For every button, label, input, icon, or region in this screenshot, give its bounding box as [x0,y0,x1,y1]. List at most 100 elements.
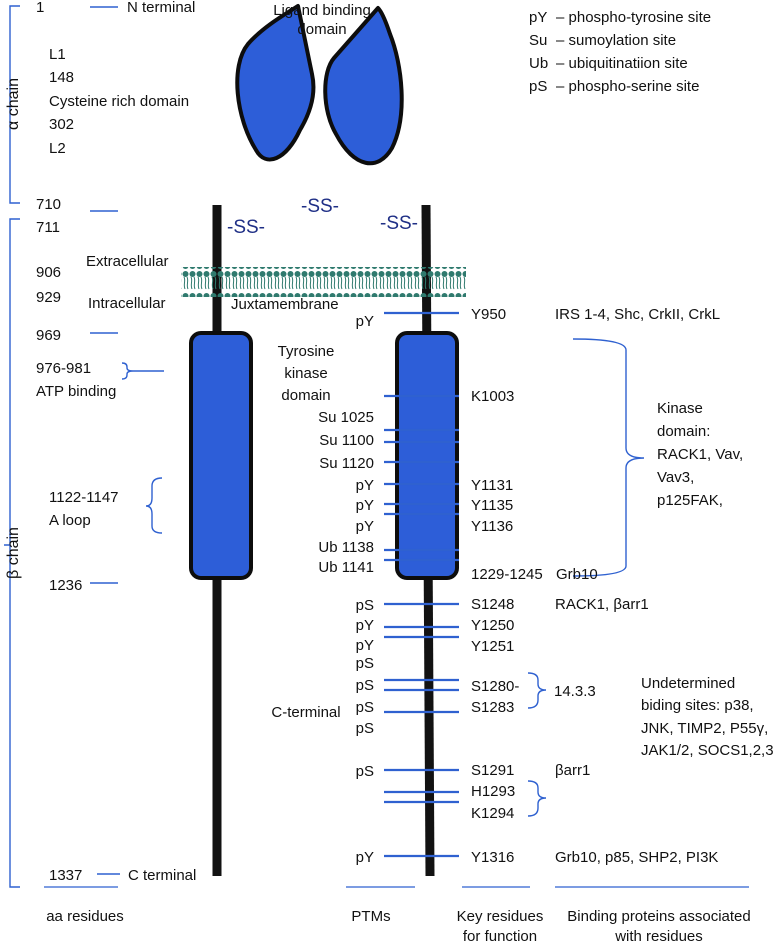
residue-1337: 1337 [49,867,82,884]
residue-906: 906 [36,264,61,281]
kinase-domain-brace [572,338,645,577]
key-residue: Y1136 [471,518,513,535]
footer-binding-line1: Binding proteins associated [567,908,750,925]
legend-abbr-py: pY [529,9,547,26]
ptm-label: pS [356,720,374,737]
ptm-label: Su 1025 [318,409,374,426]
footer-aa-residues: aa residues [46,908,124,925]
binding-14-3-3: 14.3.3 [554,683,596,700]
a-loop-label: A loop [49,512,91,529]
binding-kinase-line1: Kinase [657,400,703,417]
key-residue: Y1316 [471,849,514,866]
tk-label-line1: Tyrosine [278,343,335,360]
ptm-label: pS [356,655,374,672]
juxtamembrane-label: Juxtamembrane [231,296,339,313]
binding-s1291: βarr1 [555,762,590,779]
residue-markers [384,311,459,858]
binding-undetermined-line3: JNK, TIMP2, P55γ, [641,720,768,737]
tk-label-line3: domain [281,387,330,404]
key-residue: Y1250 [471,617,514,634]
binding-y950: IRS 1-4, Shc, CrkII, CrkL [555,306,720,323]
key-residue: Y950 [471,306,506,323]
ligand-binding-lobe-right [323,6,404,166]
ptm-label: pY [356,497,374,514]
l2-label: L2 [49,140,66,157]
binding-undetermined-line1: Undetermined [641,675,735,692]
residue-148: 148 [49,69,74,86]
a-loop-brace [145,477,163,534]
ligand-binding-label-line1: Ligand binding [273,2,371,19]
atp-range: 976-981 [36,360,91,377]
ptm-label: pS [356,699,374,716]
binding-y1316: Grb10, p85, SHP2, PI3K [555,849,718,866]
tk-label-line2: kinase [284,365,327,382]
beta-chain-label: β chain [5,527,22,579]
ligand-binding-label-line2: domain [297,21,346,38]
ptm-label: pY [356,477,374,494]
footer-ptms: PTMs [351,908,390,925]
s1280-brace [527,672,547,709]
legend-abbr-su: Su [529,32,547,49]
ptm-label: Su 1120 [319,455,374,472]
legend-abbr-ps: pS [529,78,547,95]
residue-929: 929 [36,289,61,306]
ptm-label: pY [356,849,374,866]
binding-undetermined-line4: JAK1/2, SOCS1,2,3 [641,742,774,759]
key-residue: 1229-1245 [471,566,543,583]
ptm-label: pY [356,518,374,535]
ptm-label: pS [356,763,374,780]
ptm-label: pS [356,677,374,694]
residue-711: 711 [36,219,60,236]
c-terminal-region-label: C-terminal [271,704,340,721]
key-residue: K1003 [471,388,514,405]
ptm-label: pY [356,637,374,654]
atp-brace [121,362,164,380]
key-residue-labels: Y950 K1003 Y1131 Y1135 Y1136 1229-1245 S… [471,306,543,866]
ptm-label: Ub 1138 [318,539,374,556]
residue-710: 710 [36,196,61,213]
key-residue: S1248 [471,596,514,613]
ptm-labels: pY Su 1025 Su 1100 Su 1120 pY pY pY Ub 1… [318,313,374,866]
ligand-binding-lobe-left [235,4,316,162]
key-residue: S1280- [471,678,519,695]
footer-key-residues-line2: for function [463,928,537,943]
ptm-label: Ub 1141 [318,559,374,576]
binding-s1248: RACK1, βarr1 [555,596,649,613]
legend: pY – phospho-tyrosine site Su – sumoylat… [529,9,711,95]
n-terminal-label: N terminal [127,0,195,16]
ptm-label: pS [356,597,374,614]
intracellular-label: Intracellular [88,295,166,312]
key-residue: K1294 [471,805,514,822]
legend-abbr-ub: Ub [529,55,548,72]
cysteine-rich-domain-label: Cysteine rich domain [49,93,189,110]
legend-text-ub: – ubiquitinatiion site [556,55,688,72]
binding-grb10: Grb10 [556,566,598,583]
residue-1236: 1236 [49,577,82,594]
binding-kinase-line5: p125FAK, [657,492,723,509]
footer-binding-line2: with residues [614,928,703,943]
l1-label: L1 [49,46,66,63]
disulfide-bond-right: -SS- [380,213,418,234]
residue-969: 969 [36,327,61,344]
kinase-domain-left [189,331,253,580]
ptm-label: Su 1100 [319,432,374,449]
kinase-domain-right [395,331,459,580]
residue-302: 302 [49,116,74,133]
binding-kinase-line3: RACK1, Vav, [657,446,743,463]
key-residue: S1291 [471,762,514,779]
ptm-label: pY [356,617,374,634]
legend-text-su: – sumoylation site [556,32,676,49]
footer-key-residues-line1: Key residues [457,908,544,925]
disulfide-bond-middle: -SS- [301,196,339,217]
a-loop-range: 1122-1147 [49,489,119,506]
disulfide-bond-left: -SS- [227,217,265,238]
h1293-brace [527,780,547,817]
residue-1: 1 [36,0,44,16]
c-terminal-label: C terminal [128,867,196,884]
key-residue: H1293 [471,783,515,800]
key-residue: S1283 [471,699,514,716]
alpha-chain-bracket [9,5,20,204]
ptm-label: pY [356,313,374,330]
extracellular-label: Extracellular [86,253,169,270]
